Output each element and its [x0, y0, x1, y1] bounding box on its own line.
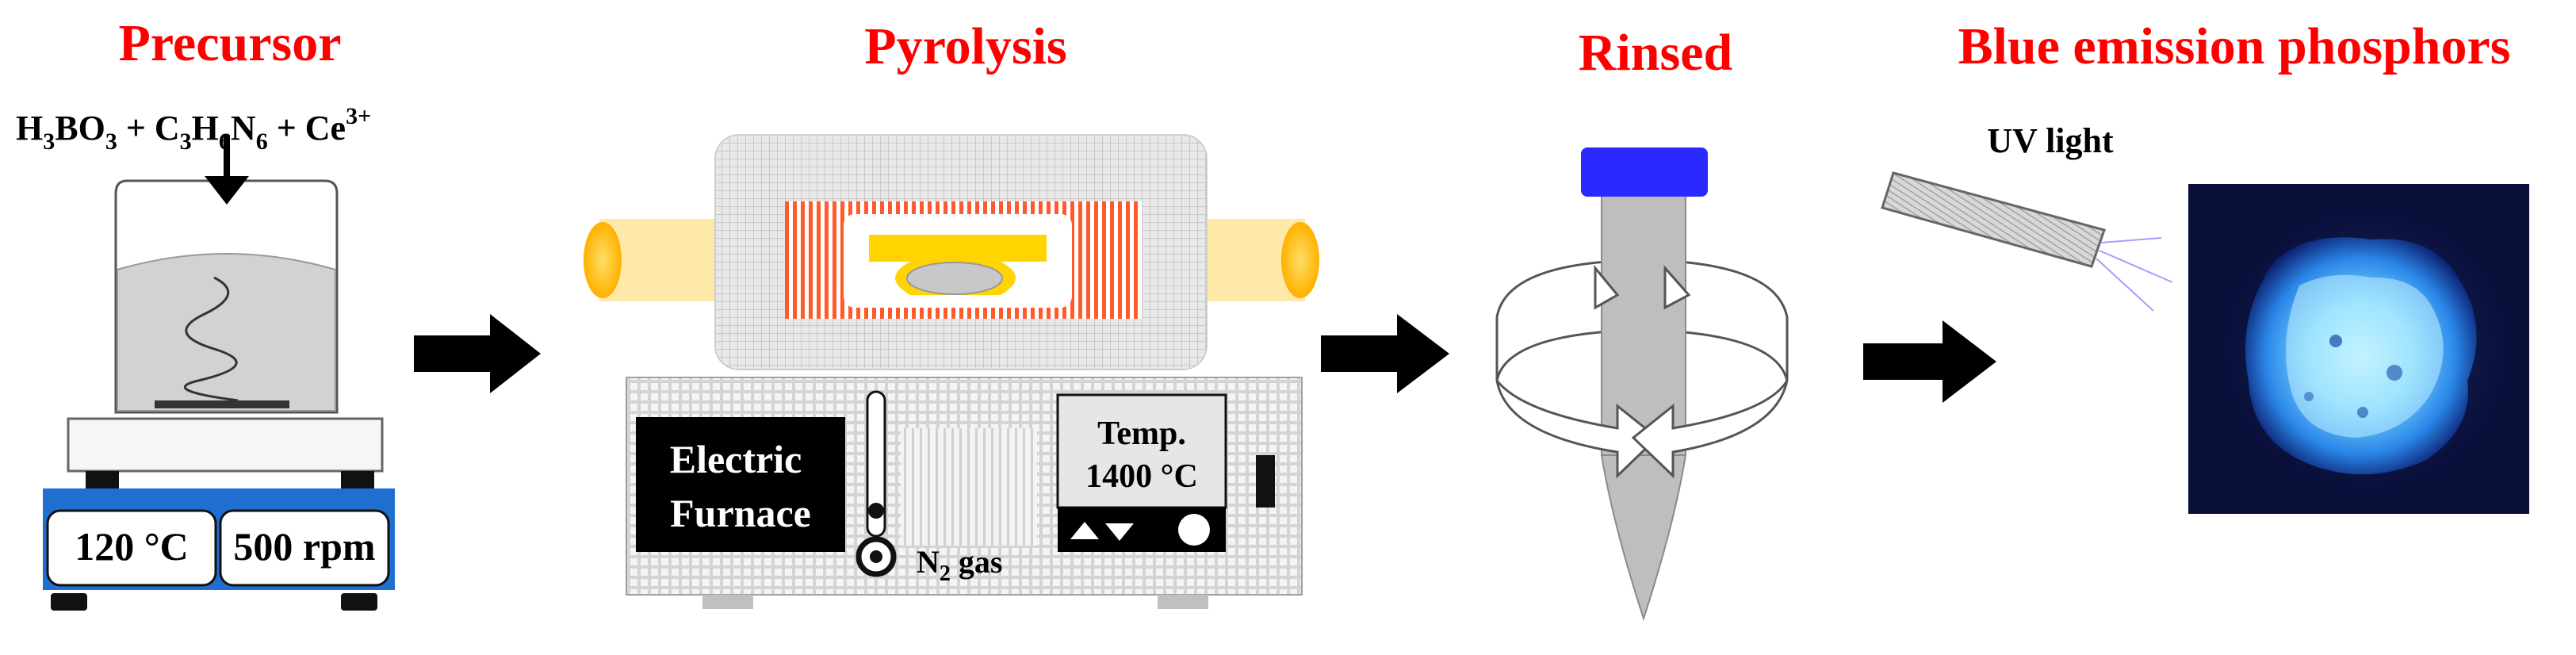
uv-light-label: UV light: [1987, 121, 2114, 160]
gas-label: N2 gas: [917, 544, 1002, 586]
precursor-formula: H3BO3 + C3H6N6 + Ce3+: [16, 103, 371, 155]
hotplate-temperature: 120 °C: [75, 524, 189, 569]
process-arrow-3: [1863, 320, 1996, 403]
stage-title-rinsed: Rinsed: [1579, 24, 1732, 82]
stage-title-blue-emission: Blue emission phosphors: [1958, 17, 2511, 75]
temperature-display: [46, 509, 217, 587]
furnace-controller: [626, 377, 1303, 609]
furnace-label-line2: Furnace: [670, 491, 811, 535]
stage-title-precursor: Precursor: [119, 14, 342, 72]
beaker: [114, 179, 339, 414]
temp-value: 1400 °C: [1085, 458, 1198, 495]
tube-furnace: [584, 134, 1319, 370]
hotplate-speed: 500 rpm: [233, 524, 375, 569]
speed-display: [219, 509, 390, 587]
uv-lamp: [1881, 171, 2173, 312]
furnace-label-line1: Electric: [670, 437, 802, 481]
phosphor-photo: [2188, 184, 2529, 514]
process-arrow-1: [414, 314, 541, 393]
up-triangle-icon: [1070, 522, 1099, 539]
power-circle-icon: [1178, 514, 1210, 546]
temp-label: Temp.: [1097, 416, 1186, 452]
centrifuge-tube: [1495, 147, 1789, 622]
down-arrow-icon: [205, 135, 249, 205]
down-triangle-icon: [1105, 523, 1134, 541]
stage-title-pyrolysis: Pyrolysis: [864, 17, 1066, 75]
process-arrow-2: [1321, 314, 1449, 393]
